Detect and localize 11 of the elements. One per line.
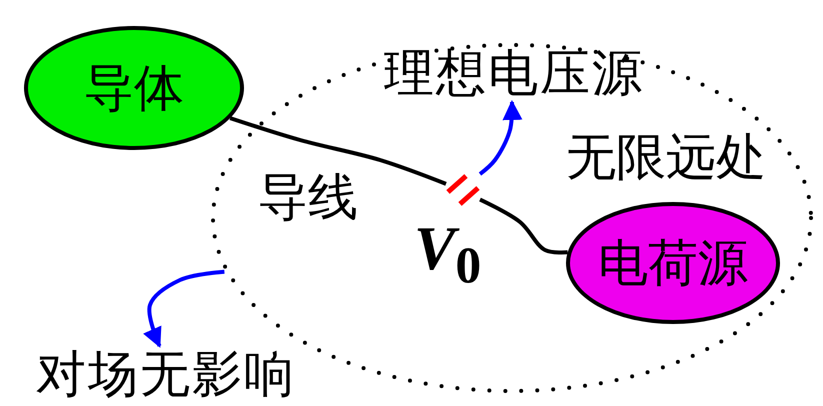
region-label: 无限远处 — [566, 132, 766, 182]
node-label: 导体 — [84, 63, 184, 113]
arrow — [478, 100, 522, 176]
annotation-text: 理想电压源 — [384, 48, 644, 98]
arrow — [143, 270, 225, 348]
wire — [479, 198, 568, 255]
voltage-label: V$_{0}$ — [414, 218, 482, 292]
wire-label: 导线 — [258, 172, 358, 222]
node-label: 电荷源 — [598, 238, 748, 288]
annotation-text: 对场无影响 — [36, 349, 296, 399]
wire — [230, 116, 447, 186]
